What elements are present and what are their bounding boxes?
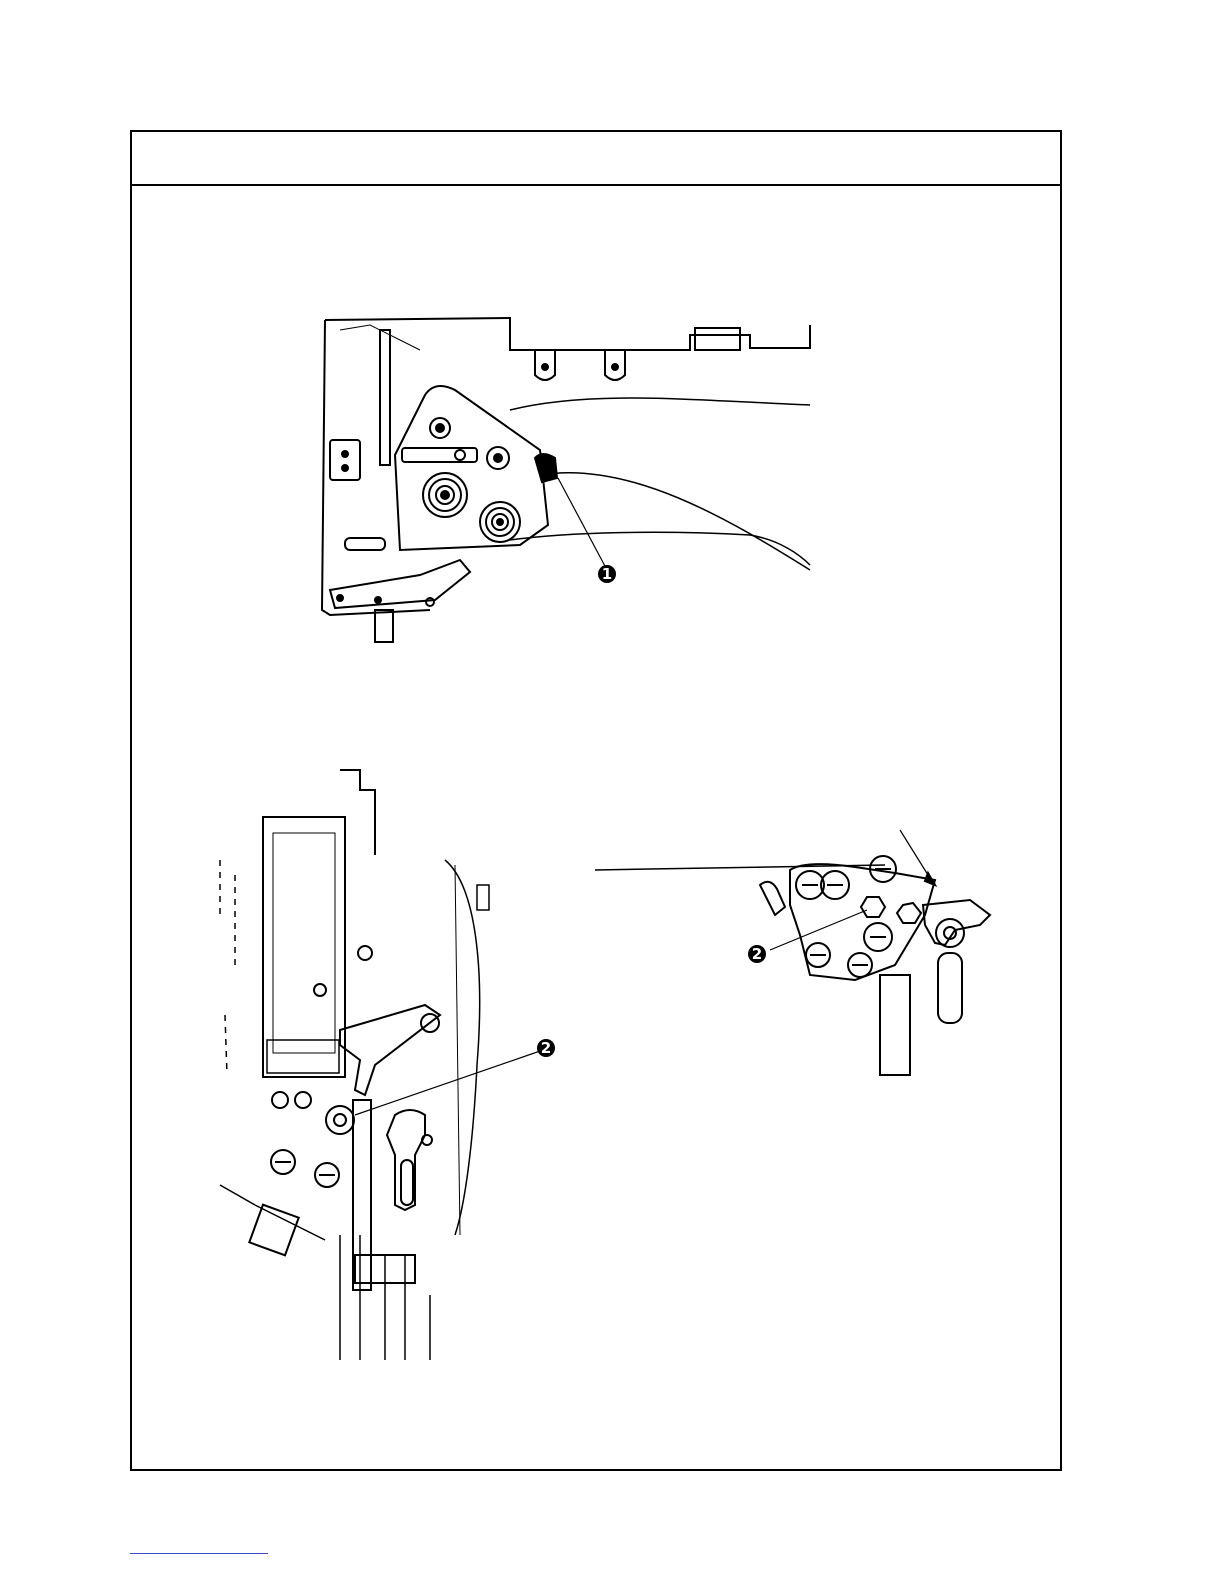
footer-link-underline[interactable] xyxy=(130,1553,268,1554)
figure-thread-tension-assembly: 1 xyxy=(310,310,830,660)
callout-label-2b: 2 xyxy=(752,945,762,963)
callout-label-2a: 2 xyxy=(541,1039,551,1057)
callout-label-1: 1 xyxy=(602,565,612,583)
figure-needle-bar-side-view: 2 xyxy=(215,765,585,1360)
header-band xyxy=(132,132,1060,186)
figure-thread-take-up-detail: 2 xyxy=(595,825,1015,1085)
